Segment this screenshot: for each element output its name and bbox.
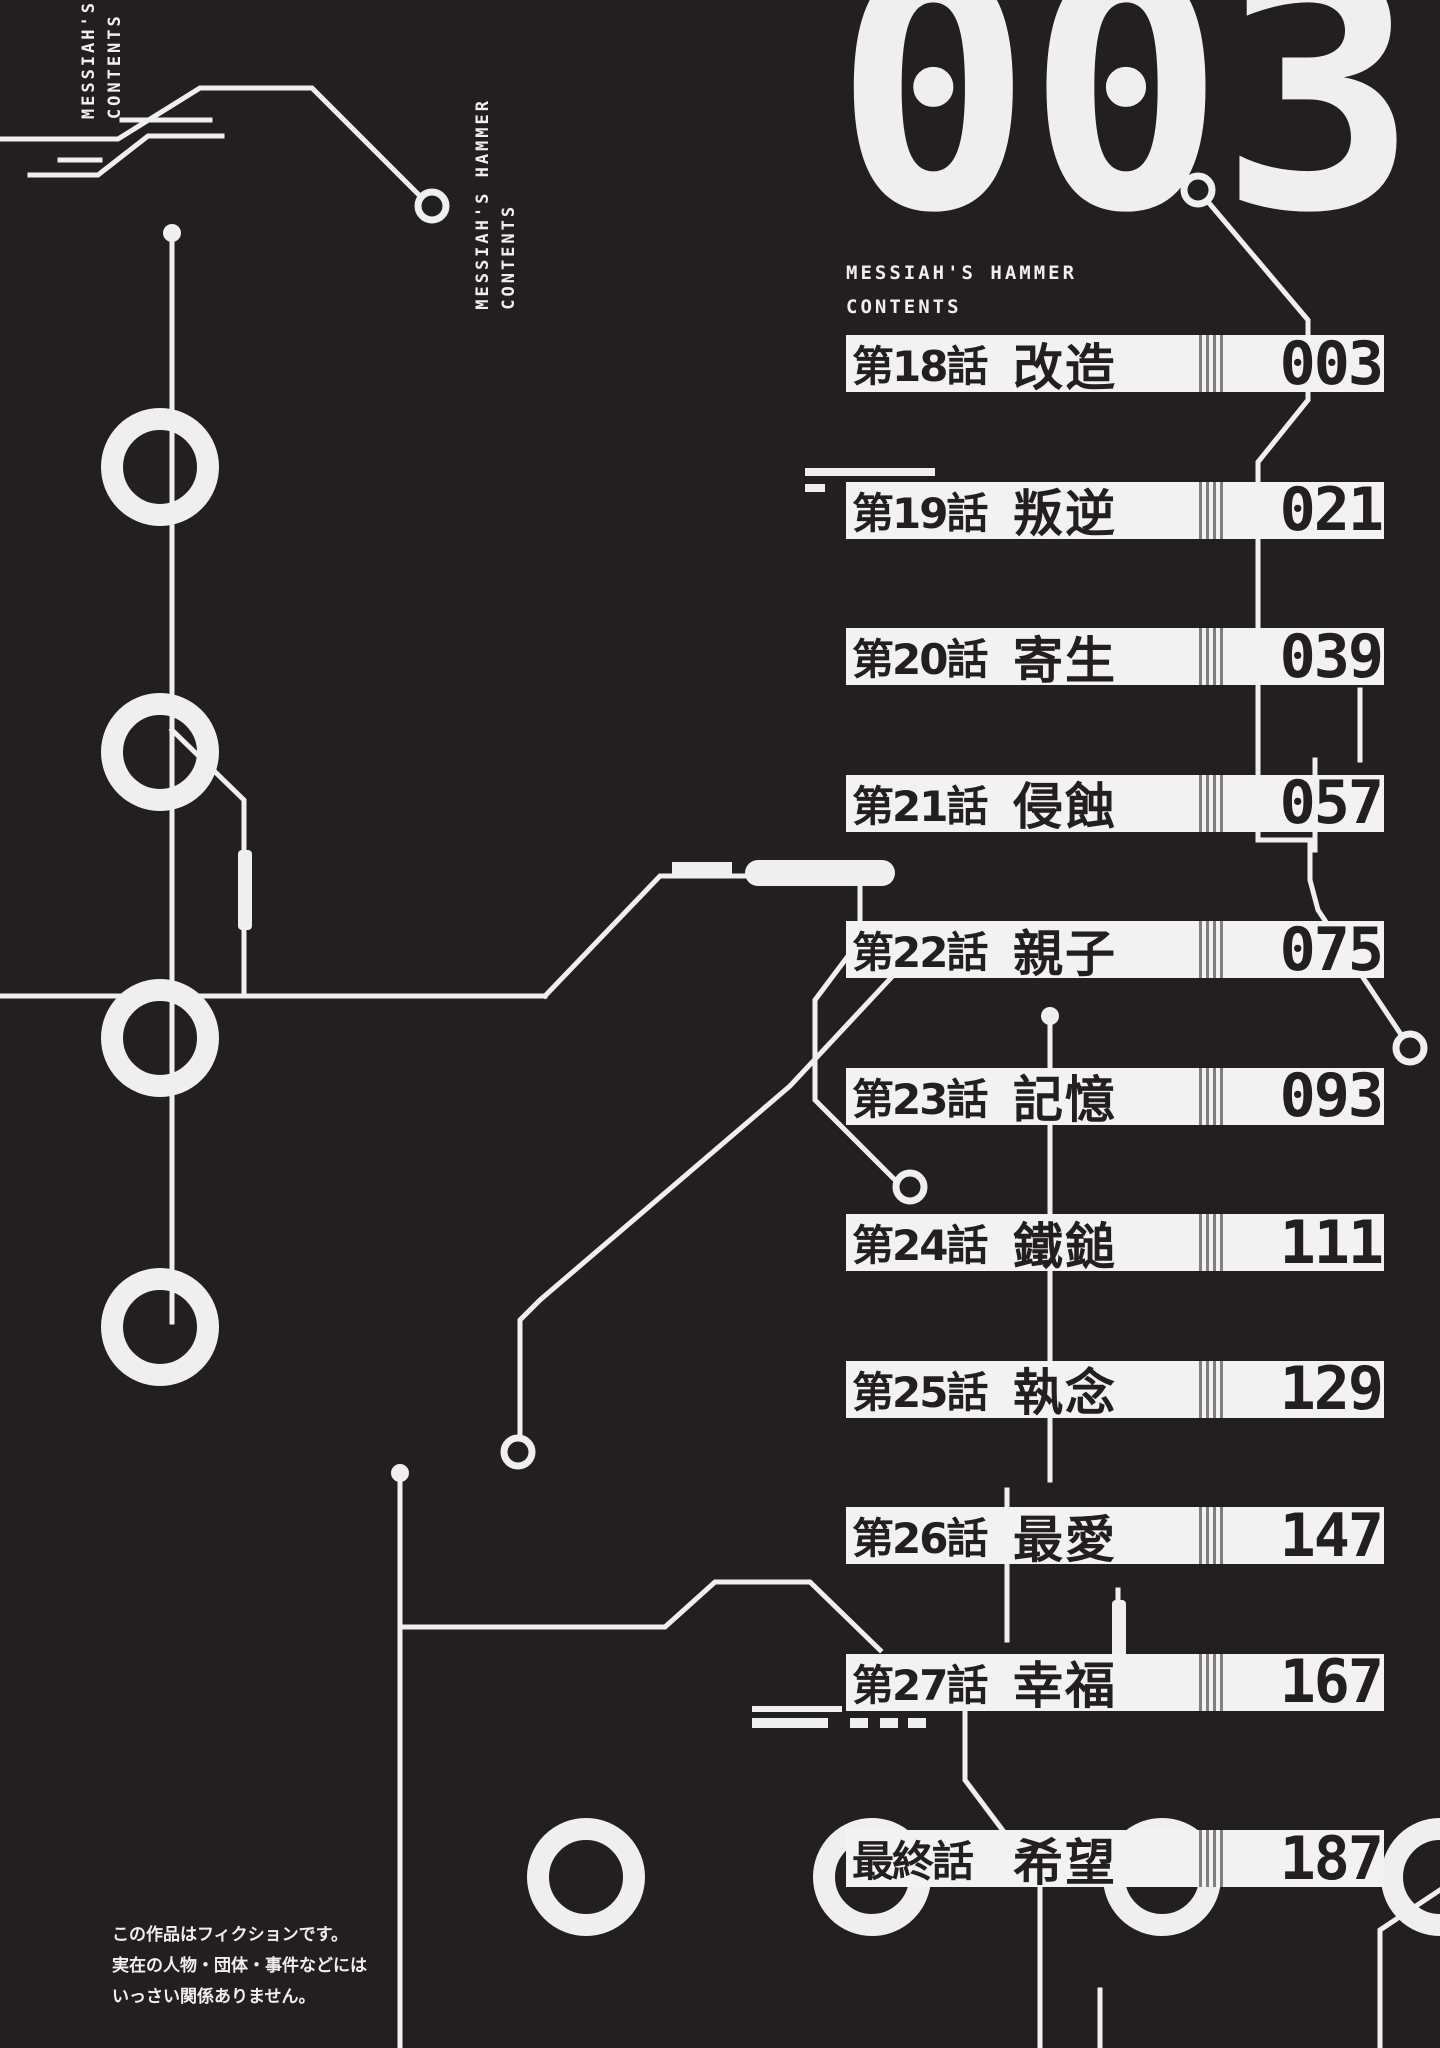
chapter-page-number: 167 xyxy=(1279,1647,1384,1717)
chapter-page-number: 021 xyxy=(1279,475,1384,545)
chapter-number: 第18話 xyxy=(852,342,988,391)
corner-vertical-label: MESSIAH'S CONTENTS xyxy=(76,0,128,119)
toc-row: 第20話寄生 039 xyxy=(846,622,1384,692)
chapter-title: 親子 xyxy=(1013,923,1117,983)
toc-row: 第27話幸福 167 xyxy=(846,1647,1384,1717)
chapter-title: 記憶 xyxy=(1013,1070,1117,1129)
chapter-page-number: 111 xyxy=(1279,1207,1384,1278)
chapter-title: 幸福 xyxy=(1013,1656,1117,1715)
dotted-leader xyxy=(1199,921,1227,978)
dotted-leader xyxy=(1199,628,1227,685)
dotted-leader xyxy=(1199,1830,1227,1887)
chapter-number: 第26話 xyxy=(852,1514,988,1563)
chapter-number: 第23話 xyxy=(852,1074,988,1124)
chapter-title: 執念 xyxy=(1013,1363,1117,1422)
toc-row: 最終話希望 187 xyxy=(846,1824,1384,1894)
chapter-number: 第19話 xyxy=(852,488,988,538)
series-title: MESSIAH'S HAMMER xyxy=(846,262,1078,284)
volume-number: 003 xyxy=(833,0,1418,285)
disclaimer: この作品はフィクションです。 実在の人物・団体・事件などには いっさい関係ありま… xyxy=(112,1920,367,2013)
chapter-page-number: 147 xyxy=(1279,1500,1384,1571)
disclaimer-line: 実在の人物・団体・事件などには xyxy=(112,1956,367,1976)
dotted-leader xyxy=(1199,1360,1227,1418)
dotted-leader xyxy=(1199,1067,1227,1125)
toc-row: 第19話叛逆 021 xyxy=(846,475,1384,545)
chapter-number: 第25話 xyxy=(852,1367,988,1417)
chapter-page-number: 039 xyxy=(1279,621,1384,692)
dotted-leader xyxy=(1199,1507,1227,1564)
chapter-title: 侵蝕 xyxy=(1013,777,1117,836)
dotted-leader xyxy=(1199,1653,1227,1711)
toc-row: 第23話記憶 093 xyxy=(846,1061,1384,1131)
toc-row: 第21話侵蝕 057 xyxy=(846,768,1384,838)
toc-row: 第24話鐵鎚 111 xyxy=(846,1208,1384,1278)
toc-row: 第25話執念 129 xyxy=(846,1354,1384,1424)
chapter-number: 第27話 xyxy=(852,1660,988,1710)
chapter-page-number: 075 xyxy=(1279,914,1384,985)
corner-label-top: MESSIAH'S xyxy=(79,0,99,120)
chapter-title: 寄生 xyxy=(1013,630,1117,690)
dotted-leader xyxy=(1199,1214,1227,1271)
chapter-number: 最終話 xyxy=(852,1837,974,1886)
corner-label-bottom: CONTENTS xyxy=(105,13,125,120)
toc-row: 第18話改造 003 xyxy=(846,329,1384,399)
chapter-title: 改造 xyxy=(1013,337,1117,397)
chapter-title: 希望 xyxy=(1013,1832,1117,1892)
chapter-number: 第20話 xyxy=(852,635,988,684)
chapter-title: 叛逆 xyxy=(1013,484,1117,543)
disclaimer-line: いっさい関係ありません。 xyxy=(112,1987,316,2007)
chapter-title: 鐵鎚 xyxy=(1013,1216,1117,1276)
chapter-page-number: 187 xyxy=(1279,1823,1384,1894)
dotted-leader xyxy=(1199,335,1227,392)
contents-label: CONTENTS xyxy=(846,296,962,318)
disclaimer-line: この作品はフィクションです。 xyxy=(112,1925,348,1945)
toc-row: 第22話親子 075 xyxy=(846,915,1384,985)
chapter-page-number: 057 xyxy=(1279,768,1384,838)
chapter-number: 第22話 xyxy=(852,928,988,977)
dotted-leader xyxy=(1199,481,1227,539)
chapter-number: 第21話 xyxy=(852,781,988,831)
chapter-number: 第24話 xyxy=(852,1221,988,1270)
toc-row: 第26話最愛 147 xyxy=(846,1501,1384,1571)
chapter-page-number: 129 xyxy=(1279,1354,1384,1424)
side-contents-label: CONTENTS xyxy=(499,203,519,310)
dotted-leader xyxy=(1199,774,1227,832)
chapter-page-number: 093 xyxy=(1279,1061,1384,1131)
side-series-title: MESSIAH'S HAMMER xyxy=(473,98,493,310)
chapter-page-number: 003 xyxy=(1279,328,1384,399)
chapter-title: 最愛 xyxy=(1013,1509,1117,1569)
side-vertical-label: MESSIAH'S HAMMER CONTENTS xyxy=(470,98,522,310)
